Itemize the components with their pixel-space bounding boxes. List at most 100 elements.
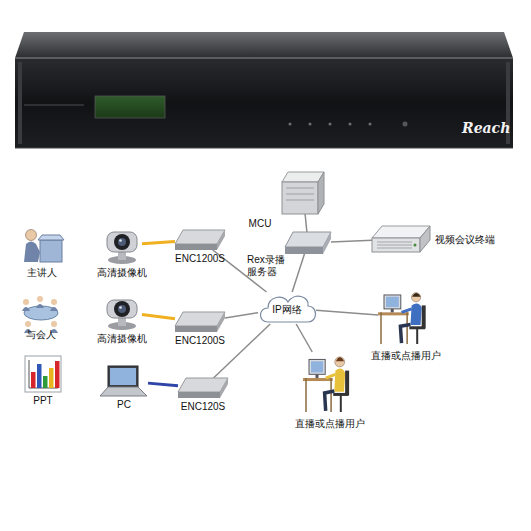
user-blue-part [386, 297, 399, 307]
rex-part [323, 232, 331, 254]
encoder-part [175, 312, 225, 326]
device-front [15, 58, 513, 148]
icon [175, 230, 225, 250]
node-cloud: IP网络 [258, 292, 316, 324]
icon [102, 226, 142, 264]
icon [100, 366, 148, 396]
camera-part [118, 305, 126, 313]
chart-part [29, 360, 30, 388]
encoder-part [217, 312, 225, 332]
node-chart: PPT [25, 356, 61, 392]
user-yellow-part [325, 391, 335, 411]
server-part [282, 172, 324, 182]
chart-part [31, 372, 36, 388]
device-edge [15, 148, 513, 149]
icon-group [100, 366, 147, 396]
node-encoder: ENC1200S [175, 230, 225, 250]
network-link [316, 310, 378, 315]
server-part [286, 194, 314, 195]
node-label: ENC1200S [165, 253, 235, 265]
presenter-part [26, 230, 37, 241]
icon-group [178, 378, 228, 398]
node-label: Rex录播 服务器 [247, 254, 287, 278]
server-part [286, 188, 314, 189]
node-camera: 高清摄像机 [102, 294, 142, 330]
encoder-part [175, 230, 225, 244]
device-edge [15, 58, 513, 59]
node-label: IP网络 [258, 304, 316, 316]
user-blue-part [422, 305, 426, 328]
icon-group [303, 357, 349, 412]
node-label: 与会人 [6, 329, 76, 341]
status-led [329, 123, 332, 126]
user-blue-part [410, 304, 421, 326]
icon [303, 352, 357, 414]
user-yellow-part [335, 357, 345, 367]
camera-part [118, 238, 126, 246]
terminal-part [414, 244, 417, 247]
meeting-part [50, 307, 58, 311]
user-blue-part [391, 309, 394, 312]
node-meeting: 与会人 [16, 294, 66, 326]
icon [372, 226, 430, 252]
terminal-part [372, 238, 420, 252]
icon-group [25, 356, 61, 392]
lcd-panel [95, 96, 165, 118]
icon [282, 172, 324, 214]
network-link [331, 240, 372, 242]
icon [285, 232, 331, 254]
node-user-blue: 直播或点播用户 [378, 288, 434, 346]
node-label: PPT [18, 395, 68, 407]
user-blue-part [400, 325, 410, 344]
icon-group [107, 232, 137, 264]
meeting-part [24, 306, 58, 320]
chart-part [37, 364, 42, 388]
device-handle [18, 62, 22, 144]
user-yellow-part [340, 394, 342, 412]
chart-part [49, 368, 54, 388]
icon-group [22, 296, 58, 333]
node-label: MCU [242, 218, 278, 230]
node-encoder: ENC1200S [175, 312, 225, 332]
icon-group [285, 232, 331, 254]
user-blue-part [411, 293, 420, 302]
camera-part [107, 232, 137, 252]
node-camera: 高清摄像机 [102, 226, 142, 264]
user-blue-part [380, 312, 382, 344]
node-label: ENC1200S [165, 335, 235, 347]
icon [16, 294, 66, 326]
presenter-part [38, 235, 64, 240]
user-yellow-part [305, 378, 307, 412]
terminal-part [377, 242, 412, 243]
camera-part [119, 306, 122, 309]
network-link [292, 254, 304, 292]
camera-part [114, 301, 130, 317]
icon-group [107, 300, 137, 330]
node-label: 主讲人 [7, 267, 77, 279]
meeting-part [25, 321, 31, 327]
chart-part [55, 361, 60, 388]
encoder-part [220, 378, 228, 398]
user-yellow-part [334, 369, 345, 392]
server-part [318, 172, 324, 214]
laptop-part [108, 366, 138, 387]
status-led [369, 123, 372, 126]
laptop-part [100, 387, 147, 396]
brand-logo: Reach [462, 120, 510, 136]
icon [178, 378, 228, 398]
network-link [148, 383, 178, 386]
chart-part [43, 376, 48, 388]
presenter-part [24, 242, 40, 263]
icon [378, 288, 434, 346]
icon [102, 294, 142, 330]
icon-group [175, 312, 225, 332]
icon-group [372, 226, 430, 252]
network-link [142, 242, 175, 244]
encoder-part [178, 392, 220, 398]
node-label: 直播或点播用户 [290, 418, 370, 430]
encoder-part [217, 230, 225, 250]
meeting-part [51, 299, 57, 305]
icon-group [282, 172, 324, 214]
